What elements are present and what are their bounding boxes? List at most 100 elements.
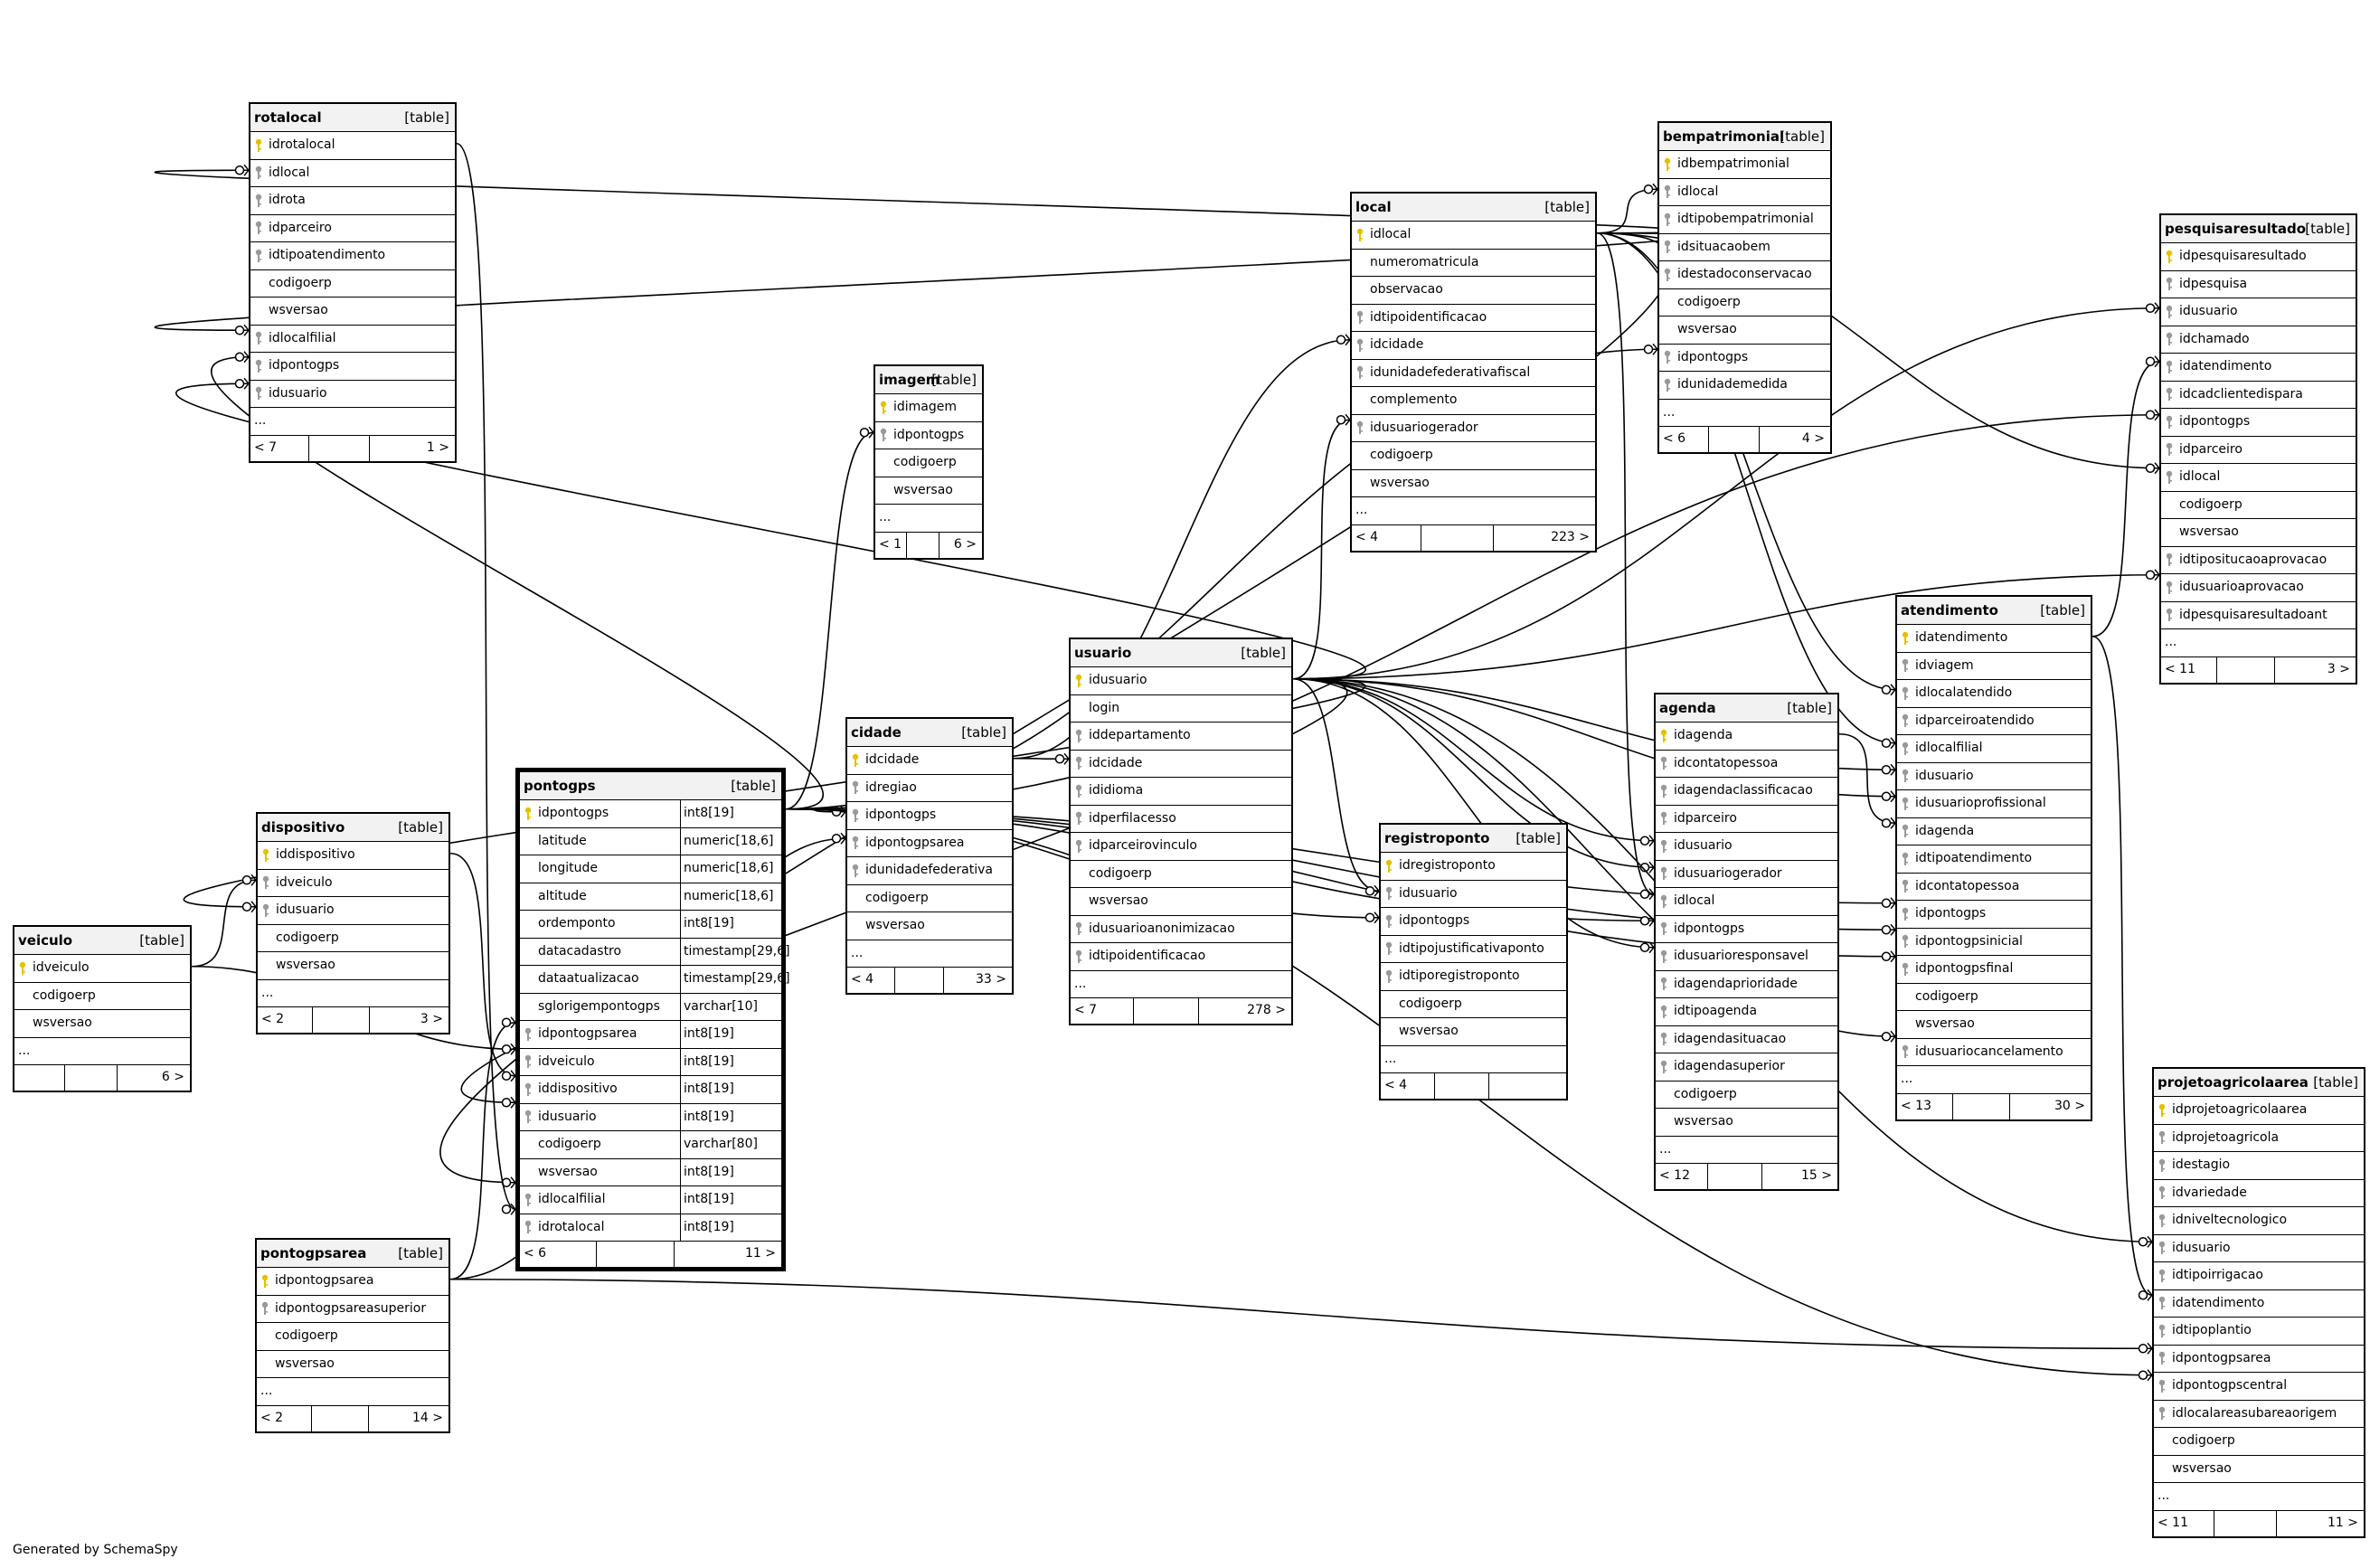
column-row[interactable]: idveiculo xyxy=(258,870,449,897)
table-name[interactable]: imagem xyxy=(879,372,940,388)
column-row[interactable]: idpontogpsarea xyxy=(2154,1346,2364,1373)
column-row[interactable]: idperfilacesso xyxy=(1071,806,1291,833)
column-row[interactable]: idatendimento xyxy=(2161,354,2356,382)
column-row[interactable]: codigoerp xyxy=(1381,991,1566,1018)
table-name[interactable]: veiculo xyxy=(18,932,73,949)
column-row[interactable]: idpesquisaresultadoant xyxy=(2161,602,2356,629)
column-row[interactable]: idtipoidentificacao xyxy=(1352,305,1595,332)
parents-link[interactable]: < 6 xyxy=(524,1246,547,1261)
children-link[interactable]: 4 > xyxy=(1801,431,1825,446)
column-row[interactable]: idviagem xyxy=(1897,653,2091,680)
column-row[interactable]: codigoerp xyxy=(257,1323,449,1351)
column-row[interactable]: idusuariocancelamento xyxy=(1897,1039,2091,1066)
column-row[interactable]: idlocalfilial xyxy=(1897,735,2091,763)
column-row[interactable]: idunidademedida xyxy=(1659,372,1830,400)
column-row[interactable]: idtipoatendimento xyxy=(250,242,455,270)
column-row[interactable]: idtipoidentificacao xyxy=(1071,943,1291,971)
parents-link[interactable]: < 1 xyxy=(879,536,902,552)
column-row[interactable]: wsversao xyxy=(875,477,982,505)
column-row[interactable]: idrotalocal xyxy=(250,132,455,160)
column-row[interactable]: codigoerp xyxy=(258,925,449,952)
parents-link[interactable]: < 12 xyxy=(1659,1168,1690,1183)
column-row[interactable]: idpontogpsarea xyxy=(257,1268,449,1296)
column-row[interactable]: idlocal xyxy=(1659,179,1830,206)
column-row[interactable]: idusuarioanonimizacao xyxy=(1071,916,1291,943)
children-link[interactable]: 14 > xyxy=(412,1410,443,1425)
column-row[interactable]: idlocal xyxy=(2161,464,2356,492)
column-row[interactable]: ... xyxy=(847,940,1012,968)
column-row[interactable]: idregiao xyxy=(847,775,1012,802)
children-link[interactable]: 11 > xyxy=(745,1246,776,1261)
column-row[interactable]: idcidade xyxy=(1071,751,1291,778)
column-row[interactable]: codigoerp xyxy=(875,449,982,477)
column-row[interactable]: idtipoagenda xyxy=(1656,998,1837,1026)
column-row[interactable]: idusuarioprofissional xyxy=(1897,790,2091,818)
column-row[interactable]: numeromatricula xyxy=(1352,250,1595,277)
column-row[interactable]: wsversao xyxy=(1381,1018,1566,1046)
parents-link[interactable]: < 7 xyxy=(1074,1003,1098,1017)
column-row[interactable]: idpontogpsareasuperior xyxy=(257,1296,449,1323)
table-name[interactable]: atendimento xyxy=(1901,602,1998,619)
column-row[interactable]: idusuario xyxy=(2154,1235,2364,1262)
column-row[interactable]: idtipojustificativaponto xyxy=(1381,936,1566,963)
column-row[interactable]: idtipoatendimento xyxy=(1897,845,2091,874)
column-row[interactable]: wsversao xyxy=(2154,1456,2364,1483)
column-row[interactable]: ... xyxy=(1071,971,1291,998)
table-name[interactable]: agenda xyxy=(1659,700,1716,716)
column-row[interactable]: idagendasituacao xyxy=(1656,1026,1837,1053)
column-row[interactable]: iddispositivo xyxy=(258,842,449,870)
table-name[interactable]: rotalocal xyxy=(254,109,322,126)
column-row[interactable]: idpontogps xyxy=(875,422,982,449)
column-row[interactable]: idpontogpscentral xyxy=(2154,1373,2364,1401)
column-row[interactable]: idunidadefederativa xyxy=(847,857,1012,885)
column-row[interactable]: codigoerp xyxy=(2154,1428,2364,1456)
parents-link[interactable]: < 2 xyxy=(261,1012,285,1026)
column-row[interactable]: idparceirovinculo xyxy=(1071,833,1291,861)
column-row[interactable]: idrota xyxy=(250,187,455,215)
table-name[interactable]: cidade xyxy=(851,724,902,741)
column-row[interactable]: ididioma xyxy=(1071,778,1291,806)
children-link[interactable]: 6 > xyxy=(953,536,977,552)
column-row[interactable]: idcidade xyxy=(847,747,1012,775)
column-row[interactable]: codigoerp xyxy=(14,983,190,1010)
children-link[interactable]: 3 > xyxy=(420,1012,443,1026)
column-row[interactable]: idusuario xyxy=(250,381,455,408)
column-row[interactable]: idpesquisaresultado xyxy=(2161,243,2356,271)
column-row[interactable]: idtipobempatrimonial xyxy=(1659,206,1830,234)
column-row[interactable]: ... xyxy=(1656,1137,1837,1164)
column-row[interactable]: idlocalareasubareaorigem xyxy=(2154,1401,2364,1428)
column-row[interactable]: wsversao xyxy=(2161,519,2356,547)
column-row[interactable]: idpontogps xyxy=(2161,409,2356,437)
column-row[interactable]: idagendasuperior xyxy=(1656,1053,1837,1082)
column-row[interactable]: ... xyxy=(257,1378,449,1406)
parents-link[interactable]: < 4 xyxy=(1355,529,1379,544)
column-row[interactable]: idregistroponto xyxy=(1381,853,1566,881)
column-row[interactable]: idpontogps xyxy=(1381,908,1566,936)
column-row[interactable]: idpontogps xyxy=(1656,916,1837,943)
column-row[interactable]: idtipoirrigacao xyxy=(2154,1262,2364,1290)
column-row[interactable]: idpontogps xyxy=(847,802,1012,830)
children-link[interactable]: 1 > xyxy=(426,439,449,455)
column-row[interactable]: wsversao xyxy=(1071,888,1291,916)
column-row[interactable]: iddepartamento xyxy=(1071,723,1291,751)
column-row[interactable]: idestagio xyxy=(2154,1152,2364,1180)
column-row[interactable]: idlocal xyxy=(1656,888,1837,916)
